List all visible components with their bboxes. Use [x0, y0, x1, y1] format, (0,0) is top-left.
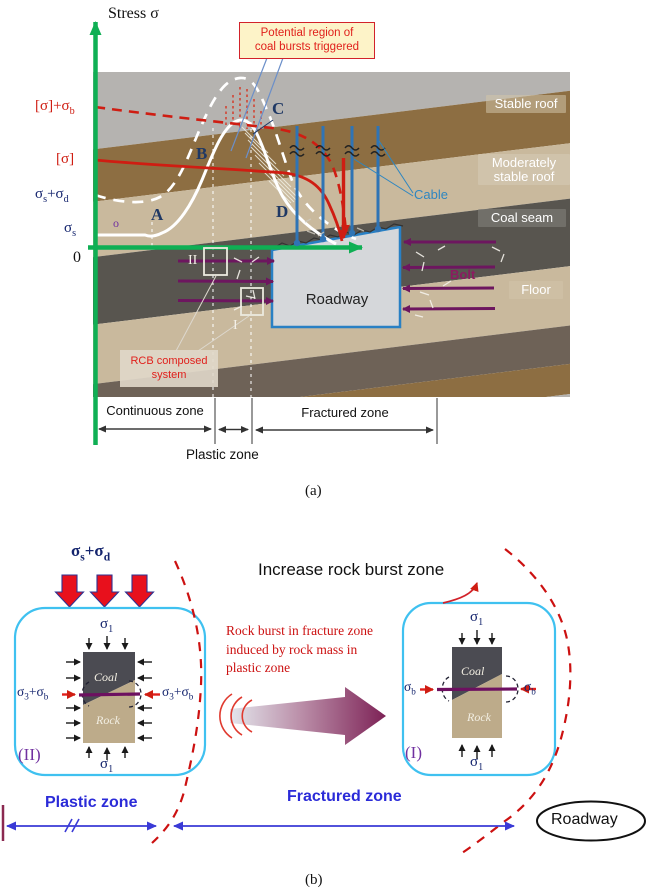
curve-sigma-s-d-dashed [94, 76, 357, 241]
square-ii-label: II [188, 253, 198, 268]
cable-anchors [293, 225, 382, 247]
curve-sigma-allow-solid [94, 158, 344, 242]
coal-text-ii: Coal [94, 670, 118, 684]
increase-rock-burst-label: Increase rock burst zone [258, 560, 445, 579]
rcb-system-label: RCB composed system [120, 350, 218, 387]
sigma3b-left-ii: σ3+σb [17, 684, 49, 702]
sigma1-bottom-i: σ1 [470, 754, 484, 773]
sigma-s-d-label: σs+σd [35, 186, 69, 205]
zone-ruler [214, 398, 438, 444]
sigma-allow-b-label: [σ]+σb [35, 98, 75, 117]
c-pointer-line [252, 119, 274, 135]
caption-b: (b) [305, 872, 323, 888]
zone-boundary-dashed-right [461, 548, 572, 854]
point-c: C [272, 99, 285, 118]
potential-region-callout: Potential region of coal bursts triggere… [239, 22, 375, 59]
load-block-arrows [54, 574, 155, 608]
transition-arrow [230, 687, 386, 745]
roadway-ellipse [536, 800, 646, 842]
curve-sigma-allow-b-dashed [94, 105, 350, 234]
square-ii [203, 247, 228, 276]
minor-stress-arrows-i [458, 630, 496, 759]
sigma1-top-ii: σ1 [100, 616, 114, 635]
curve-sigma-s-solid [95, 118, 337, 246]
roadway-label: Roadway [305, 291, 369, 308]
sigma-s-label: σs [64, 220, 77, 239]
coal-block-ii [83, 652, 135, 705]
cable-label: Cable [414, 187, 448, 202]
tag-i: (I) [405, 743, 422, 762]
weak-plane-ii [78, 692, 141, 697]
callout-line2: coal bursts triggered [254, 41, 360, 54]
callout-pointer-lines [230, 57, 284, 159]
bolts [177, 238, 496, 313]
rcb-pointer-lines [175, 275, 250, 352]
tag-ii: (II) [18, 745, 41, 764]
cables [295, 126, 380, 242]
origin-label: 0 [73, 249, 81, 266]
caption-a: (a) [305, 483, 322, 499]
square-i-label: I [233, 318, 238, 333]
o-marker: o [113, 216, 119, 230]
sigma3b-right-ii: σ3+σb [162, 684, 194, 702]
wave-arcs [219, 693, 253, 739]
moderately-stable-roof-label: Moderately stable roof [478, 154, 570, 186]
fractured-zone-label-a: Fractured zone [301, 405, 389, 420]
point-a: A [151, 205, 164, 224]
coal-text-i: Coal [461, 664, 485, 678]
square-i [240, 287, 264, 316]
sigma1-bottom-ii: σ1 [100, 756, 114, 775]
cable-pointer-lines [353, 140, 414, 197]
plastic-zone-label-a: Plastic zone [186, 447, 259, 462]
sigma-allow-label: [σ] [56, 151, 75, 167]
floor-label: Floor [509, 281, 563, 299]
continuous-zone-label: Continuous zone [106, 403, 204, 418]
sigmab-left-i: σb [404, 679, 416, 697]
point-d: D [276, 202, 289, 221]
rock-text-ii: Rock [96, 713, 120, 727]
minor-stress-arrows-ii [66, 636, 152, 760]
zone-boundary-dashed-left [151, 560, 203, 844]
fractured-zone-label-b: Fractured zone [287, 788, 402, 805]
confine-stress-arrows-i [420, 684, 536, 694]
bolt-label: Bolt [450, 267, 476, 282]
sigma1-top-i: σ1 [470, 609, 484, 628]
rock-burst-note: Rock burst in fracture zone induced by r… [226, 623, 373, 676]
roof-fracture-marks [304, 218, 365, 237]
stable-roof-label: Stable roof [486, 95, 566, 113]
callout-line1: Potential region of [260, 27, 354, 39]
coal-seam-label: Coal seam [478, 209, 566, 227]
load-label: σs+σd [71, 541, 111, 564]
coal-block-i [452, 647, 502, 700]
roadway-rect [270, 225, 402, 329]
sigmab-right-i: σb [524, 679, 536, 697]
fracture-marks [233, 245, 505, 318]
zone-extent-arrows [6, 818, 515, 833]
increase-arrow [442, 582, 479, 604]
weak-plane-i [436, 687, 518, 692]
axis-title: Stress σ [108, 5, 159, 22]
rock-text-i: Rock [467, 710, 491, 724]
roadway-ellipse-label: Roadway [551, 811, 618, 828]
plastic-zone-label-b: Plastic zone [45, 794, 138, 811]
point-b: B [196, 144, 208, 163]
zone-arrows [98, 425, 434, 434]
